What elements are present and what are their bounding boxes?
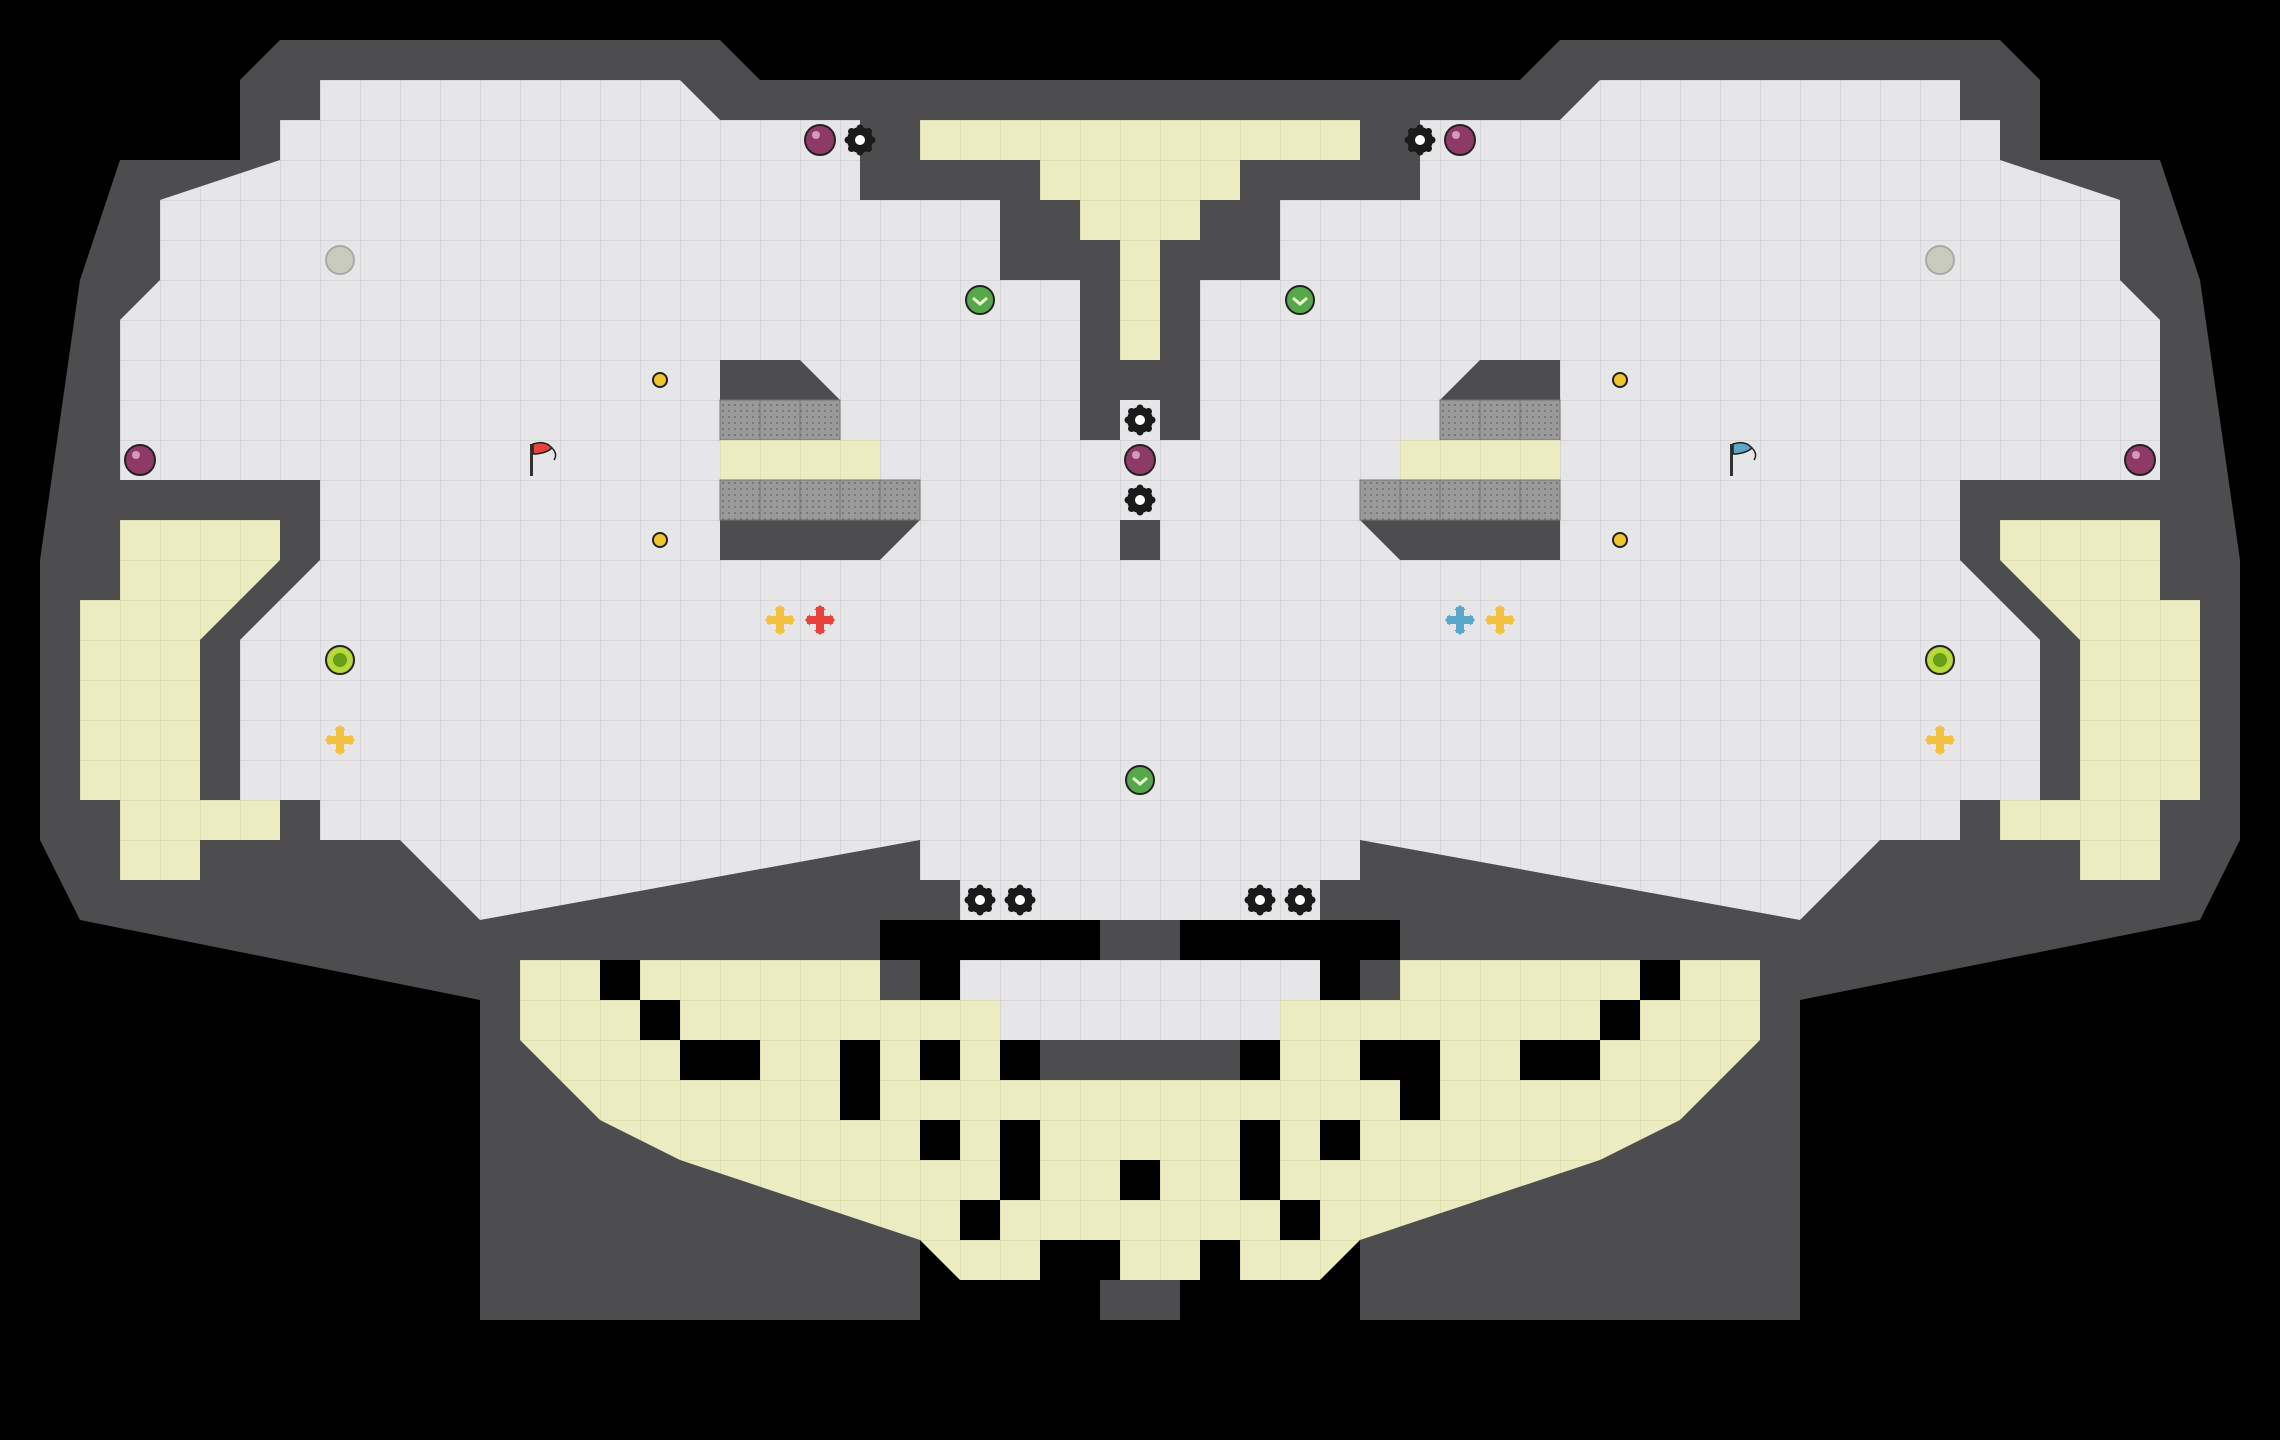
wall-hole (920, 1120, 960, 1160)
yellow-spawn-icon (765, 605, 795, 635)
powerup-icon (1612, 372, 1628, 388)
spike-icon (1124, 404, 1156, 436)
wall-hole (1120, 1160, 1160, 1200)
portal-icon (325, 245, 355, 275)
bomb-icon (1124, 444, 1156, 476)
red-spawn-icon (805, 605, 835, 635)
bottom-center-wall (1040, 1040, 1240, 1080)
boost-icon (1285, 285, 1315, 315)
powerup-icon (652, 372, 668, 388)
gate-tile (719, 399, 761, 441)
gate-tile (1439, 399, 1481, 441)
wall-hole (1360, 920, 1400, 960)
yellow-spawn-icon (325, 725, 355, 755)
boost-icon (1125, 765, 1155, 795)
wall-hole (1240, 1120, 1280, 1160)
center-boost-funnel (920, 120, 1360, 360)
spike-icon (964, 884, 996, 916)
wall-hole (1640, 960, 1680, 1000)
bomb-icon (804, 124, 836, 156)
center-wall-block (1120, 520, 1160, 560)
gate-tile (1479, 479, 1521, 521)
gate-tile (1359, 479, 1401, 521)
wall-hole (1400, 1040, 1440, 1080)
wall-hole (1080, 1240, 1120, 1280)
bomb-icon (2124, 444, 2156, 476)
bomb-icon (124, 444, 156, 476)
wall-hole (1600, 1000, 1640, 1040)
bomb-icon (1444, 124, 1476, 156)
spike-icon (1284, 884, 1316, 916)
wall-hole (1280, 1200, 1320, 1240)
wall-hole (1360, 1040, 1400, 1080)
wall-hole (1000, 1160, 1040, 1200)
wall-hole (920, 1040, 960, 1080)
gate-tile (759, 399, 801, 441)
wall-hole (1400, 1080, 1440, 1120)
side-boost-left (80, 520, 280, 880)
spike-icon (1004, 884, 1036, 916)
gate-tile (1519, 399, 1561, 441)
blue-flag-icon (1730, 441, 1757, 476)
wall-hole (1040, 1240, 1080, 1280)
red-flag-icon (530, 441, 557, 476)
gate-tile (839, 479, 881, 521)
wedge-boost-right (1400, 440, 1560, 480)
powerup-icon (1612, 532, 1628, 548)
floor-center-2 (1000, 560, 1280, 880)
gate-tile (799, 479, 841, 521)
wall-hole (960, 1200, 1000, 1240)
floor-lower-pocket (960, 960, 1320, 1040)
boost-icon (965, 285, 995, 315)
wall-hole (720, 1040, 760, 1080)
gate-tile (1399, 479, 1441, 521)
wedge-bottom-left (720, 520, 920, 560)
wedge-bottom-right (1360, 520, 1560, 560)
wall-hole (600, 960, 640, 1000)
gate-tile (799, 399, 841, 441)
bottom-boost-area (520, 960, 1760, 1280)
floor-right (1140, 80, 2160, 920)
wall-hole (840, 1080, 880, 1120)
wall-hole (1240, 1160, 1280, 1200)
wall-hole (880, 920, 920, 960)
yellow-spawn-icon (1925, 725, 1955, 755)
gate-tile (1519, 479, 1561, 521)
gate-tile (879, 479, 921, 521)
spike-icon (1124, 484, 1156, 516)
gate-tile (1479, 399, 1521, 441)
side-boost-right (2000, 520, 2200, 880)
spike-icon (1404, 124, 1436, 156)
blue-spawn-icon (1445, 605, 1475, 635)
wall-hole (1000, 1120, 1040, 1160)
wall-hole (680, 1040, 720, 1080)
wedge-boost-left (720, 440, 880, 480)
spike-icon (1244, 884, 1276, 916)
wall-hole (640, 1000, 680, 1040)
wall-hole (1320, 1120, 1360, 1160)
yellow-spawn-icon (1485, 605, 1515, 635)
wall-hole (840, 1040, 880, 1080)
gate-tile (1439, 479, 1481, 521)
portal-icon (1925, 245, 1955, 275)
powerup-icon (652, 532, 668, 548)
spike-icon (844, 124, 876, 156)
gate-tile (759, 479, 801, 521)
wall-hole (1560, 1040, 1600, 1080)
wall-hole (1520, 1040, 1560, 1080)
floor-left (120, 80, 1140, 920)
wall-hole (1200, 1240, 1240, 1280)
gate-tile (719, 479, 761, 521)
